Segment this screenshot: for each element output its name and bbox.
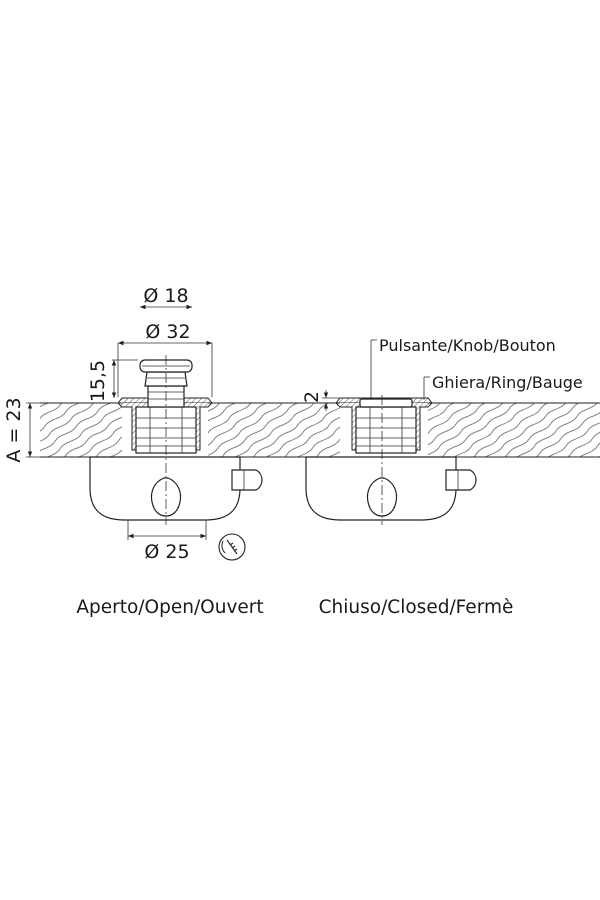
callout-knob: Pulsante/Knob/Bouton xyxy=(370,336,556,400)
knob-flush xyxy=(359,398,413,408)
callout-ring: Ghiera/Ring/Bauge xyxy=(423,373,583,400)
key-icon xyxy=(218,533,246,561)
dim-height-15-5: 15,5 xyxy=(87,359,138,402)
dim-diameter-25: Ø 25 xyxy=(127,520,207,563)
caption-open: Aperto/Open/Ouvert xyxy=(76,597,263,618)
dim-d32-label: Ø 32 xyxy=(145,321,190,343)
dim-panel-thickness: A = 23 xyxy=(3,397,40,463)
wood-panel xyxy=(40,402,600,458)
dim-h2-label: 2 xyxy=(301,391,323,403)
callout-knob-label: Pulsante/Knob/Bouton xyxy=(379,336,556,355)
dim-d18-label: Ø 18 xyxy=(143,285,188,307)
callout-ring-label: Ghiera/Ring/Bauge xyxy=(432,373,583,392)
dim-a23-label: A = 23 xyxy=(3,397,25,462)
dim-protrusion-2: 2 xyxy=(301,390,346,411)
dim-diameter-18: Ø 18 xyxy=(140,285,192,310)
dim-diameter-32: Ø 32 xyxy=(117,321,213,397)
caption-closed: Chiuso/Closed/Fermè xyxy=(319,597,514,618)
closed-latch-assembly xyxy=(305,395,477,525)
dim-h155-label: 15,5 xyxy=(87,360,109,402)
dim-d25-label: Ø 25 xyxy=(144,541,189,563)
